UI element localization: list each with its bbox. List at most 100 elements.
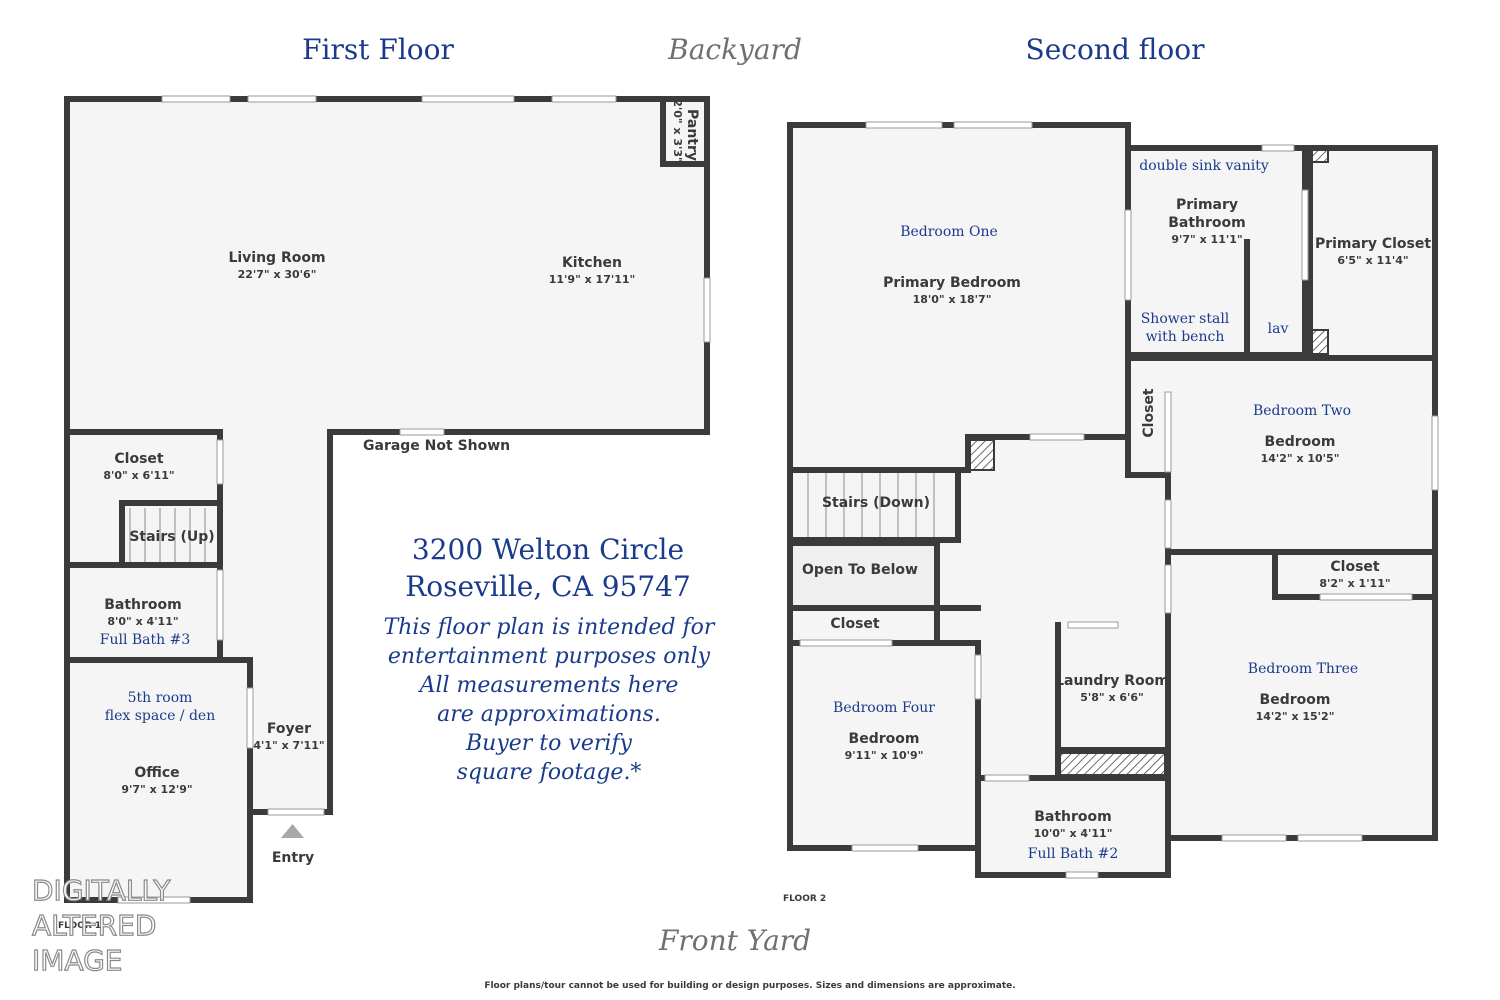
bedroom-four-name: Bedroom xyxy=(849,731,920,747)
office-note-1: 5th room xyxy=(128,690,193,706)
bathroom-2-name: Bathroom xyxy=(1034,809,1112,825)
digitally-altered-watermark: DIGITALLY ALTERED IMAGE xyxy=(31,873,172,977)
hatched-chase xyxy=(969,439,995,471)
window xyxy=(247,95,317,103)
closet-left-name: Closet xyxy=(830,616,880,632)
front-yard-label: Front Yard xyxy=(658,924,811,957)
door-opening xyxy=(246,687,254,749)
address-line-2: Roseville, CA 95747 xyxy=(405,570,691,603)
bedroom-two-note: Bedroom Two xyxy=(1253,403,1351,419)
stairs-down-label: Stairs (Down) xyxy=(822,495,930,511)
foyer-name: Foyer xyxy=(267,721,311,737)
footer-disclaimer: Floor plans/tour cannot be used for buil… xyxy=(484,981,1015,991)
door-opening xyxy=(1319,593,1413,601)
door-opening xyxy=(1029,433,1085,441)
floor-2-label: FLOOR 2 xyxy=(783,894,826,904)
window xyxy=(953,121,1033,129)
window xyxy=(421,95,515,103)
primary-closet-dim: 6'5" x 11'4" xyxy=(1337,254,1408,267)
window xyxy=(1431,415,1439,491)
bedroom-two-dim: 14'2" x 10'5" xyxy=(1261,452,1340,465)
watermark-line: IMAGE xyxy=(32,944,122,977)
first-floor-plan: Entry Pantry 2'0" x 3'3" Living Room 22'… xyxy=(58,95,711,931)
stairs-up-label: Stairs (Up) xyxy=(129,529,214,545)
closet-dim: 8'0" x 6'11" xyxy=(103,469,174,482)
door-opening xyxy=(1301,189,1309,281)
backyard-label: Backyard xyxy=(667,33,802,66)
foyer-dim: 4'1" x 7'11" xyxy=(253,739,324,752)
stairs-up-steps xyxy=(129,508,206,562)
primary-bedroom-dim: 18'0" x 18'7" xyxy=(913,293,992,306)
primary-closet-name: Primary Closet xyxy=(1315,236,1431,252)
disclaimer-line: are approximations. xyxy=(437,702,661,727)
hatched-chase xyxy=(1059,752,1166,776)
door-opening xyxy=(1164,499,1172,549)
floor-1-label: FLOOR 1 xyxy=(58,921,101,931)
address-block: 3200 Welton Circle Roseville, CA 95747 xyxy=(405,533,691,603)
disclaimer-line: All measurements here xyxy=(418,673,679,698)
opening xyxy=(399,428,445,436)
hatched-chase xyxy=(1311,149,1329,163)
entry-arrow-icon xyxy=(281,824,304,838)
double-sink-note: double sink vanity xyxy=(1139,158,1269,174)
shower-note-1: Shower stall xyxy=(1141,311,1230,327)
bathroom-note: Full Bath #3 xyxy=(100,632,191,648)
bedroom-four-note: Bedroom Four xyxy=(833,700,935,716)
office-name: Office xyxy=(134,765,179,781)
disclaimer-line: This floor plan is intended for xyxy=(384,615,716,640)
window xyxy=(1261,144,1295,152)
bedroom-three-note: Bedroom Three xyxy=(1248,661,1358,677)
bathroom-name: Bathroom xyxy=(104,597,182,613)
window xyxy=(851,844,919,852)
primary-bathroom-name-2: Bathroom xyxy=(1168,215,1246,231)
kitchen-dim: 11'9" x 17'11" xyxy=(549,273,636,286)
disclaimer-line: square footage.* xyxy=(457,760,642,785)
living-room-name: Living Room xyxy=(228,250,325,266)
kitchen-name: Kitchen xyxy=(562,255,622,271)
pantry-name: Pantry xyxy=(684,109,700,161)
bathroom-2-note: Full Bath #2 xyxy=(1028,846,1119,862)
office-dim: 9'7" x 12'9" xyxy=(121,783,192,796)
window xyxy=(1065,871,1099,879)
window xyxy=(551,95,617,103)
door-opening xyxy=(216,439,224,485)
watermark-line: DIGITALLY xyxy=(32,874,171,907)
hatched-chase xyxy=(1311,329,1329,355)
address-line-1: 3200 Welton Circle xyxy=(412,533,684,566)
watermark-line: ALTERED xyxy=(32,909,156,942)
closet-name: Closet xyxy=(114,451,164,467)
closet-vertical-name: Closet xyxy=(1141,388,1157,438)
open-to-below-label: Open To Below xyxy=(802,562,918,578)
pantry-dim: 2'0" x 3'3" xyxy=(671,99,684,163)
window xyxy=(703,277,711,343)
living-room-dim: 22'7" x 30'6" xyxy=(238,268,317,281)
laundry-dim: 5'8" x 6'6" xyxy=(1080,691,1144,704)
entry-label: Entry xyxy=(272,850,314,866)
bedroom-one-note: Bedroom One xyxy=(900,224,998,240)
bedroom-two-name: Bedroom xyxy=(1265,434,1336,450)
stairs-down-steps xyxy=(807,473,935,537)
door-opening xyxy=(1124,209,1132,301)
primary-bedroom-name: Primary Bedroom xyxy=(883,275,1021,291)
window xyxy=(117,896,191,904)
primary-bathroom-name-1: Primary xyxy=(1176,197,1238,213)
door-opening xyxy=(1164,564,1172,614)
bedroom-four-dim: 9'11" x 10'9" xyxy=(845,749,924,762)
door-opening xyxy=(1067,621,1119,629)
bathroom-dim: 8'0" x 4'11" xyxy=(107,615,178,628)
shower-note-2: with bench xyxy=(1146,329,1225,345)
disclaimer-line: Buyer to verify xyxy=(465,731,633,756)
primary-bathroom-dim: 9'7" x 11'1" xyxy=(1171,233,1242,246)
closet-right-name: Closet xyxy=(1330,559,1380,575)
door-opening xyxy=(216,569,224,641)
lav-note: lav xyxy=(1268,321,1289,337)
second-floor-heading: Second floor xyxy=(1026,33,1206,66)
bedroom-three-name: Bedroom xyxy=(1260,692,1331,708)
window xyxy=(161,95,231,103)
door-opening xyxy=(1164,391,1172,473)
window xyxy=(865,121,943,129)
disclaimer-line: entertainment purposes only xyxy=(388,644,711,669)
window xyxy=(1297,834,1363,842)
disclaimer-block: This floor plan is intended for entertai… xyxy=(384,615,716,785)
